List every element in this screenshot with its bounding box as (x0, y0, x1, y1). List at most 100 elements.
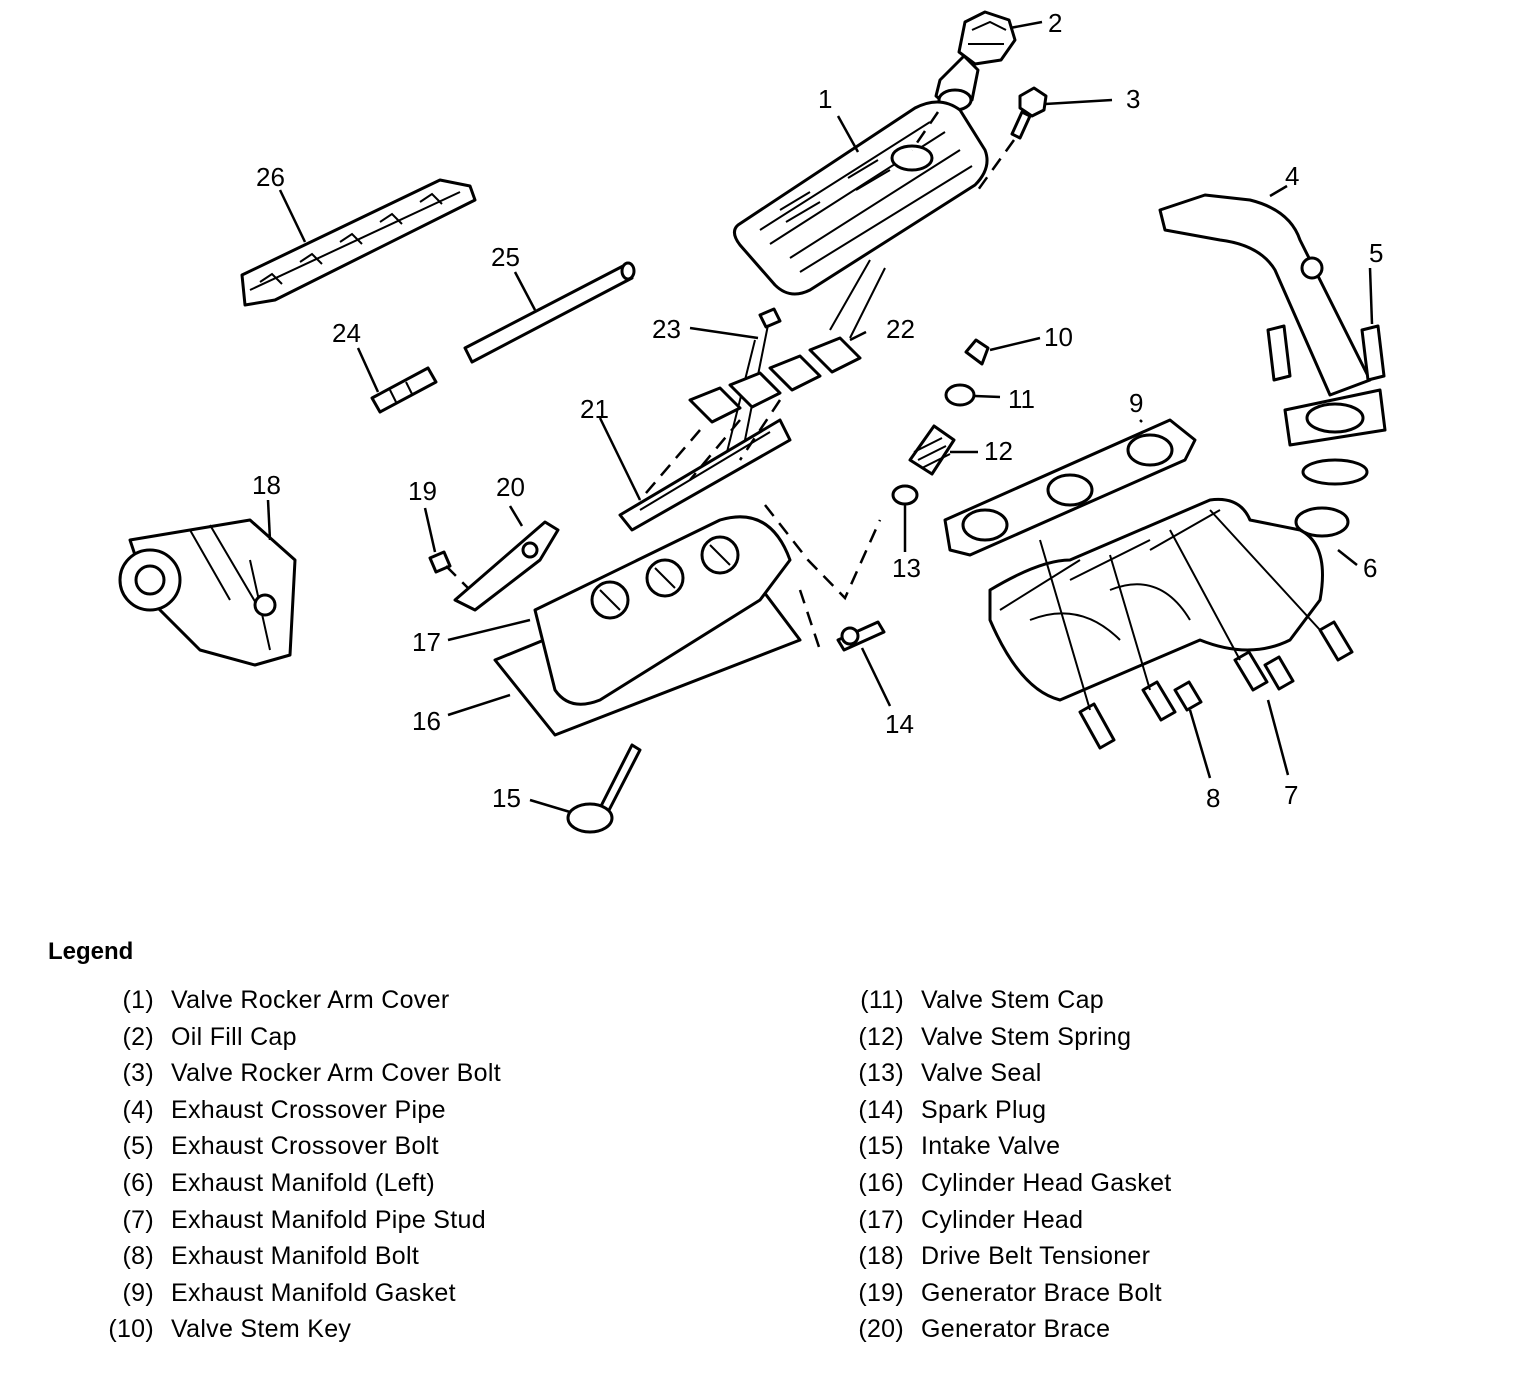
legend-label: Exhaust Crossover Bolt (171, 1132, 439, 1161)
legend-item: (18)Drive Belt Tensioner (846, 1242, 1172, 1279)
exhaust-manifold (988, 497, 1350, 702)
legend-item: (12) Valve Stem Spring (846, 1023, 1172, 1060)
legend-label: Valve Rocker Arm Cover Bolt (171, 1059, 501, 1088)
legend-number: (3) (122, 1059, 154, 1088)
callout-19: 19 (408, 476, 437, 506)
callout-15: 15 (492, 783, 521, 813)
legend-number: (6) (122, 1168, 154, 1197)
legend-number: (2) (122, 1022, 154, 1051)
spark-plug (836, 620, 886, 652)
legend-item: (10)Valve Stem Key (96, 1315, 501, 1352)
legend-item: (13) Valve Seal (846, 1059, 1172, 1096)
legend-number: (12) (858, 1022, 904, 1051)
callout-numbers: 1 2 3 4 5 6 7 8 9 10 11 12 13 14 15 16 1… (252, 8, 1383, 813)
legend-label: Valve Rocker Arm Cover (171, 986, 450, 1014)
legend-number: (17) (858, 1205, 904, 1234)
legend-column-left: (1) Valve Rocker Arm Cover (2) Oil Fill Ca… (96, 986, 501, 1352)
legend-item: (20) Generator Brace (846, 1315, 1172, 1352)
rocker-arm-shaft-assembly (240, 178, 477, 307)
legend-item: (7) Exhaust Manifold Pipe Stud (96, 1206, 501, 1243)
legend-label: Valve Stem Cap (921, 986, 1104, 1014)
legend-label: Drive Belt Tensioner (921, 1242, 1151, 1271)
callout-22: 22 (886, 314, 915, 344)
legend-item: (17) Cylinder Head (846, 1206, 1172, 1243)
legend-label: Exhaust Manifold Bolt (171, 1242, 420, 1271)
callout-3: 3 (1126, 84, 1140, 114)
callout-18: 18 (252, 470, 281, 500)
legend-number: (14) (858, 1095, 904, 1124)
legend-number: (8) (122, 1242, 154, 1271)
callout-25: 25 (491, 242, 520, 272)
callout-14: 14 (885, 709, 914, 739)
exhaust-crossover-pipe (1158, 193, 1387, 486)
callout-8: 8 (1206, 783, 1220, 813)
pushrod (463, 261, 636, 364)
intake-valve (566, 743, 642, 834)
rocker-arms-and-bolts (618, 259, 886, 532)
legend-number: (20) (858, 1315, 904, 1344)
legend-number: (13) (858, 1059, 904, 1088)
legend-item: (19) Generator Brace Bolt (846, 1279, 1172, 1316)
callout-20: 20 (496, 472, 525, 502)
callout-23: 23 (652, 314, 681, 344)
legend-number: (19) (858, 1278, 904, 1307)
legend-label: Generator Brace Bolt (921, 1278, 1162, 1307)
callout-9: 9 (1129, 388, 1143, 418)
legend-item: (14) Spark Plug (846, 1096, 1172, 1133)
legend-label: Spark Plug (921, 1095, 1047, 1124)
callout-16: 16 (412, 706, 441, 736)
callout-1: 1 (818, 84, 832, 114)
legend-item: (8) Exhaust Manifold Bolt (96, 1242, 501, 1279)
legend-item: (5) Exhaust Crossover Bolt (96, 1132, 501, 1169)
legend-label: Exhaust Crossover Pipe (171, 1095, 446, 1124)
callout-4: 4 (1285, 161, 1299, 191)
legend-label: Intake Valve (921, 1132, 1061, 1161)
legend-label: Valve Stem Spring (921, 1022, 1132, 1051)
legend-item: (15) Intake Valve (846, 1132, 1172, 1169)
legend-label: Exhaust Manifold Pipe Stud (171, 1205, 486, 1234)
legend-label: Cylinder Head (921, 1205, 1084, 1234)
legend-label: Cylinder Head Gasket (921, 1168, 1172, 1197)
legend-label: Exhaust Manifold Gasket (171, 1278, 456, 1307)
callout-24: 24 (332, 318, 361, 348)
legend-item: (4) Exhaust Crossover Pipe (96, 1096, 501, 1133)
legend-number: (5) (122, 1132, 154, 1161)
legend-number: (9) (122, 1278, 154, 1307)
generator-brace (428, 520, 560, 612)
valve-lifter (370, 366, 438, 414)
callout-21: 21 (580, 394, 609, 424)
cylinder-head (493, 504, 882, 737)
rocker-cover-bolt (976, 86, 1048, 191)
legend-label: Generator Brace (921, 1315, 1111, 1344)
exploded-parts-diagram: 1 2 3 4 5 6 7 8 9 10 11 12 13 14 15 16 1… (118, 8, 1387, 834)
legend-label: Exhaust Manifold (Left) (171, 1168, 435, 1197)
legend-label: Valve Stem Key (171, 1315, 352, 1344)
legend-number: (11) (860, 986, 904, 1014)
legend-number: (1) (122, 986, 154, 1014)
callout-26: 26 (256, 162, 285, 192)
valve-rocker-arm-cover (733, 100, 989, 296)
legend-item: (9) Exhaust Manifold Gasket (96, 1279, 501, 1316)
callout-11: 11 (1008, 384, 1035, 414)
legend-column-right: (11) Valve Stem Cap (12) Valve Stem Spring… (846, 986, 1172, 1352)
legend-number: (16) (858, 1168, 904, 1197)
callout-7: 7 (1284, 780, 1298, 810)
legend-number: (7) (122, 1205, 154, 1234)
callout-17: 17 (412, 627, 441, 657)
callout-2: 2 (1048, 8, 1062, 38)
legend-item: (16) Cylinder Head Gasket (846, 1169, 1172, 1206)
legend-item: (2) Oil Fill Cap (96, 1023, 501, 1060)
legend-label: Oil Fill Cap (171, 1022, 297, 1051)
manifold-studs-and-bolts (1039, 509, 1354, 750)
legend-item: (11) Valve Stem Cap (846, 986, 1172, 1023)
leader-lines (266, 20, 1374, 814)
legend-number: (15) (858, 1132, 904, 1161)
oil-fill-cap (934, 10, 1017, 112)
legend-title: Legend (48, 938, 134, 965)
valve-stem-parts (891, 338, 990, 506)
legend-number: (4) (122, 1095, 154, 1124)
callout-12: 12 (984, 436, 1013, 466)
legend-label: Valve Seal (921, 1059, 1042, 1088)
legend-item: (3) Valve Rocker Arm Cover Bolt (96, 1059, 501, 1096)
callout-13: 13 (892, 553, 921, 583)
